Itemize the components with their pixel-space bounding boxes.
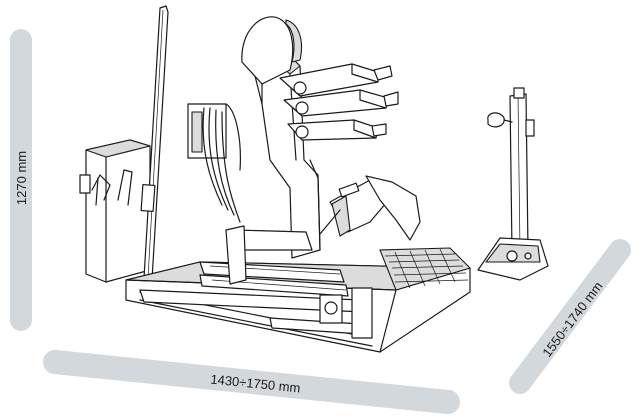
depth-dimension-bar (509, 239, 631, 394)
tool-head (241, 16, 303, 85)
width-dimension-bar (43, 350, 460, 414)
tool-box (79, 139, 151, 283)
clamp-arms (279, 63, 399, 141)
central-column (225, 37, 321, 285)
tire-changer-illustration (79, 5, 549, 353)
control-column (477, 87, 549, 281)
valve-block (187, 103, 241, 223)
height-dimension-label: 1270 mm (14, 151, 29, 205)
lever-bar (140, 5, 169, 283)
dimension-bars (10, 29, 631, 414)
foot-platform (379, 247, 471, 291)
bead-breaker (309, 159, 421, 251)
depth-dimension-label: 1550÷1740 mm (539, 279, 605, 360)
